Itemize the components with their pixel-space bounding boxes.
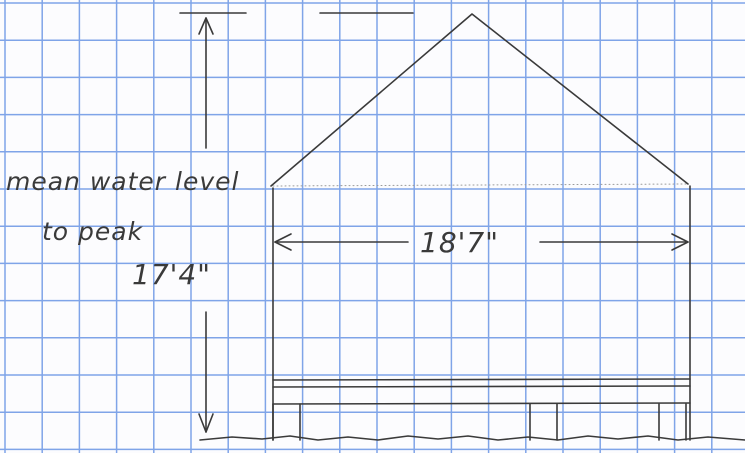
roof-outline bbox=[270, 13, 689, 187]
support-posts bbox=[272, 403, 687, 441]
label-width-value: 18'7" bbox=[420, 226, 499, 259]
floor-line-upper bbox=[272, 378, 691, 381]
width-arrow-left-icon bbox=[274, 233, 292, 251]
eave-line bbox=[272, 183, 687, 187]
floor-line-middle bbox=[272, 385, 691, 388]
width-arrow-right-icon bbox=[671, 233, 689, 251]
label-mean-water-level: mean water level bbox=[6, 167, 239, 196]
label-height-value: 17'4" bbox=[132, 258, 211, 291]
floor-line-lower bbox=[272, 402, 691, 405]
label-to-peak: to peak bbox=[42, 217, 144, 246]
height-arrow-bottom-icon bbox=[198, 413, 214, 433]
height-arrow-top-icon bbox=[198, 17, 214, 35]
ground-line bbox=[199, 435, 745, 441]
